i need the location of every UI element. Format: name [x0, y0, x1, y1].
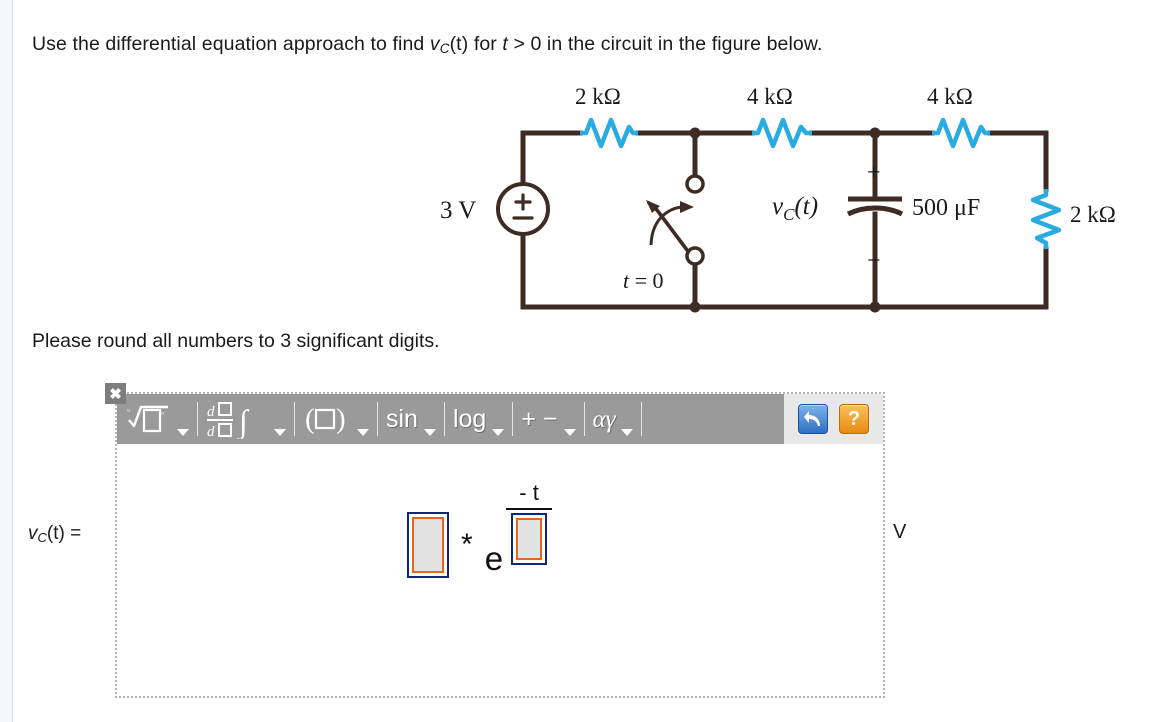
chevron-down-icon[interactable] — [423, 429, 436, 436]
toolbar-button-derivative-integral[interactable]: d d ∫ — [198, 394, 294, 444]
exponent-denominator — [511, 510, 548, 565]
toolbar-separator — [641, 402, 643, 436]
svg-text:): ) — [336, 403, 346, 435]
capacitor-voltage-label: vC(t) — [772, 193, 818, 224]
svg-text:∫: ∫ — [237, 403, 250, 439]
toolbar-log-label: log — [452, 404, 487, 433]
resistor-4k-mid-label: 4 kΩ — [747, 84, 793, 109]
answer-expression[interactable]: * e - t — [407, 480, 553, 587]
junction-dot-top-a — [689, 127, 701, 139]
prompt-v-args: (t) — [449, 33, 469, 55]
answer-label-v: v — [28, 523, 38, 544]
capacitor-polarity-minus: − — [867, 248, 881, 274]
toolbar-plus-minus-label: + − — [521, 404, 558, 433]
answer-label-subscript: C — [37, 530, 47, 545]
toolbar-greek-label: αγ — [592, 405, 616, 433]
answer-label-args: (t) = — [46, 523, 82, 544]
toolbar-separator — [443, 402, 445, 436]
resistor-2k-top-label: 2 kΩ — [575, 84, 621, 109]
tau-input-field[interactable] — [516, 518, 543, 560]
help-button[interactable]: ? — [839, 404, 869, 434]
chevron-down-icon[interactable] — [177, 429, 189, 436]
rounding-note: Please round all numbers to 3 significan… — [32, 330, 440, 352]
svg-text:▫: ▫ — [161, 408, 164, 418]
multiply-operator: * — [461, 527, 473, 561]
coefficient-input-field[interactable] — [412, 516, 444, 573]
parentheses-icon: ( ) — [305, 403, 346, 435]
switch-time-t: t — [623, 268, 630, 293]
undo-button[interactable] — [798, 404, 828, 434]
problem-statement: Use the differential equation approach t… — [32, 33, 823, 56]
svg-text:▫: ▫ — [127, 405, 130, 415]
junction-dot-bottom-a — [689, 301, 701, 313]
source-label: 3 V — [440, 197, 476, 224]
toolbar-button-trig[interactable]: sin — [378, 394, 444, 444]
resistor-2k-right-label: 2 kΩ — [1070, 202, 1116, 227]
svg-text:d: d — [207, 424, 215, 439]
derivative-integral-icon: d d ∫ — [207, 402, 250, 439]
circuit-junction-dots — [689, 127, 881, 313]
answer-entry-area[interactable]: ✖ ▫ ▫ d d ∫ — [105, 383, 885, 698]
toolbar-separator — [197, 402, 198, 436]
junction-dot-top-b — [869, 127, 881, 139]
fraction-bar — [506, 508, 553, 510]
toolbar-separator — [377, 402, 378, 436]
toolbar-separator — [294, 402, 295, 436]
answer-unit: V — [893, 521, 907, 543]
toolbar-button-greek[interactable]: αγ — [585, 394, 642, 444]
undo-icon — [804, 411, 820, 426]
coefficient-input[interactable] — [407, 511, 449, 578]
radical-icon: ▫ ▫ — [127, 405, 168, 433]
prompt-v-subscript: C — [439, 41, 450, 56]
resistor-2k-right-symbol — [1030, 189, 1062, 249]
circuit-figure: 3 V t = 0 + − — [420, 82, 1160, 327]
chevron-down-icon[interactable] — [563, 429, 576, 436]
voltage-source-symbol — [496, 182, 550, 236]
toolbar-button-log[interactable]: log — [445, 394, 512, 444]
junction-dot-bottom-b — [869, 301, 881, 313]
circuit-wires — [520, 130, 1049, 310]
chevron-down-icon[interactable] — [274, 429, 286, 436]
prompt-v-symbol: v — [429, 33, 440, 55]
switch-symbol — [646, 174, 705, 266]
resistor-4k-mid-symbol — [752, 117, 812, 149]
chevron-down-icon[interactable] — [621, 429, 634, 436]
toolbar-button-radical[interactable]: ▫ ▫ — [117, 394, 197, 444]
exponent-fraction: - t — [506, 480, 553, 565]
switch-time-label: t = 0 — [623, 268, 664, 293]
answer-expression-label: vC(t) = — [28, 523, 81, 545]
math-toolbar[interactable]: ▫ ▫ d d ∫ — [117, 394, 883, 444]
prompt-text-after: > 0 in the circuit in the figure below. — [507, 33, 823, 55]
prompt-text-before: Use the differential equation approach t… — [32, 33, 430, 55]
chevron-down-icon[interactable] — [357, 429, 369, 436]
toolbar-button-plus-minus[interactable]: + − — [513, 394, 583, 444]
resistor-2k-top-symbol — [580, 117, 638, 149]
toolbar-separator — [583, 402, 585, 436]
prompt-t-symbol: t — [502, 33, 508, 55]
toolbar-button-parentheses[interactable]: ( ) — [295, 394, 377, 444]
chevron-down-icon[interactable] — [492, 429, 505, 436]
capacitor-value-label: 500 μF — [912, 195, 980, 221]
exponential-term: e - t — [484, 480, 553, 587]
resistor-4k-right-label: 4 kΩ — [927, 84, 973, 109]
capacitor-symbol — [846, 196, 904, 217]
capacitor-polarity-plus: + — [867, 160, 881, 186]
tau-input[interactable] — [511, 513, 548, 565]
svg-text:d: d — [207, 404, 215, 420]
close-icon[interactable]: ✖ — [105, 383, 126, 404]
toolbar-trig-label: sin — [386, 404, 418, 433]
toolbar-separator — [512, 402, 514, 436]
svg-text:(: ( — [305, 403, 315, 435]
prompt-text-mid: for — [468, 33, 503, 55]
toolbar-actions: ? — [784, 394, 883, 444]
euler-base: e — [484, 540, 504, 577]
resistor-4k-right-symbol — [932, 117, 990, 149]
exponent-numerator: - t — [519, 480, 539, 505]
page-left-gutter — [0, 0, 13, 722]
